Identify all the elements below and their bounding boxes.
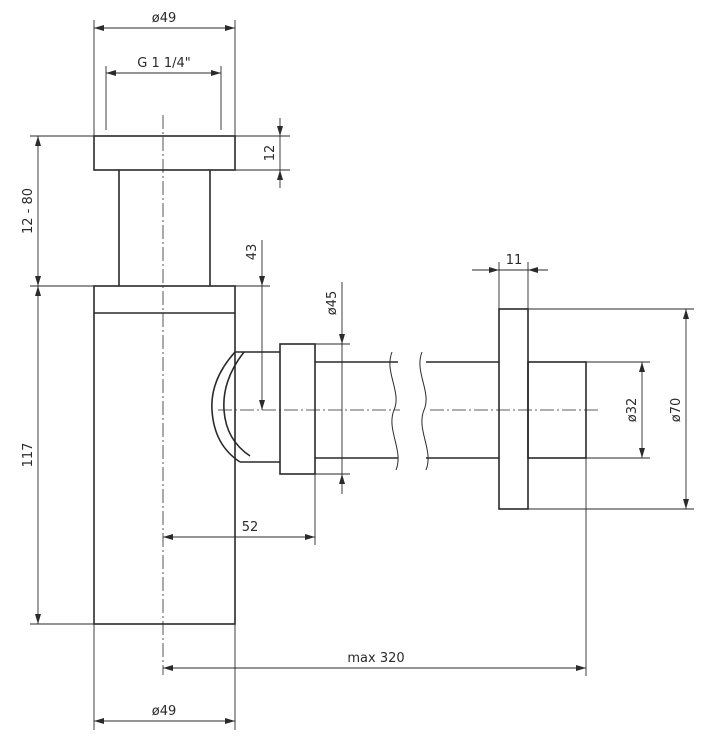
dimension-body-height: 117 <box>21 286 94 625</box>
dimension-outlet-length: 52 <box>163 474 316 545</box>
elbow-inner-curve <box>223 351 251 457</box>
pipe-break-right <box>419 351 429 471</box>
dimension-top-diameter: ø49 <box>93 11 236 136</box>
top-cap <box>93 135 236 171</box>
main-cylinder <box>93 285 236 625</box>
dimension-flange-diameter: ø70 <box>528 308 694 510</box>
dimension-outlet-offset: 43 <box>235 240 270 410</box>
outlet-nut <box>279 343 316 475</box>
flange-diameter-label: ø70 <box>669 398 684 423</box>
top-diameter-label: ø49 <box>152 11 177 26</box>
body-height-label: 117 <box>21 443 36 468</box>
wall-flange <box>498 308 529 510</box>
dimension-flange-thickness: 11 <box>472 253 548 309</box>
height-adjust-label: 12 - 80 <box>21 188 36 234</box>
dimension-height-adjust: 12 - 80 <box>21 135 94 287</box>
thread-label: G 1 1/4" <box>137 56 191 71</box>
dimension-pipe-diameter: ø32 <box>586 361 650 459</box>
elbow-outer-curve <box>211 351 241 463</box>
flange-thickness-label: 11 <box>506 253 523 268</box>
siphon-body <box>93 135 587 625</box>
dimension-cap-height: 12 <box>235 118 290 188</box>
outlet-offset-label: 43 <box>245 244 260 261</box>
max-length-label: max 320 <box>347 651 404 666</box>
dimension-outlet-diameter: ø45 <box>315 282 350 494</box>
wall-pipe <box>527 361 587 459</box>
bottom-diameter-label: ø49 <box>152 704 177 719</box>
cap-height-label: 12 <box>263 145 278 162</box>
dimension-thread: G 1 1/4" <box>105 56 222 130</box>
pipe-break-left <box>389 351 399 471</box>
dimension-max-length: max 320 <box>163 458 587 676</box>
outlet-diameter-label: ø45 <box>325 291 340 316</box>
dimension-bottom-diameter: ø49 <box>93 624 236 730</box>
center-lines <box>162 115 600 675</box>
outlet-length-label: 52 <box>242 520 259 535</box>
pipe-diameter-label: ø32 <box>625 398 640 423</box>
